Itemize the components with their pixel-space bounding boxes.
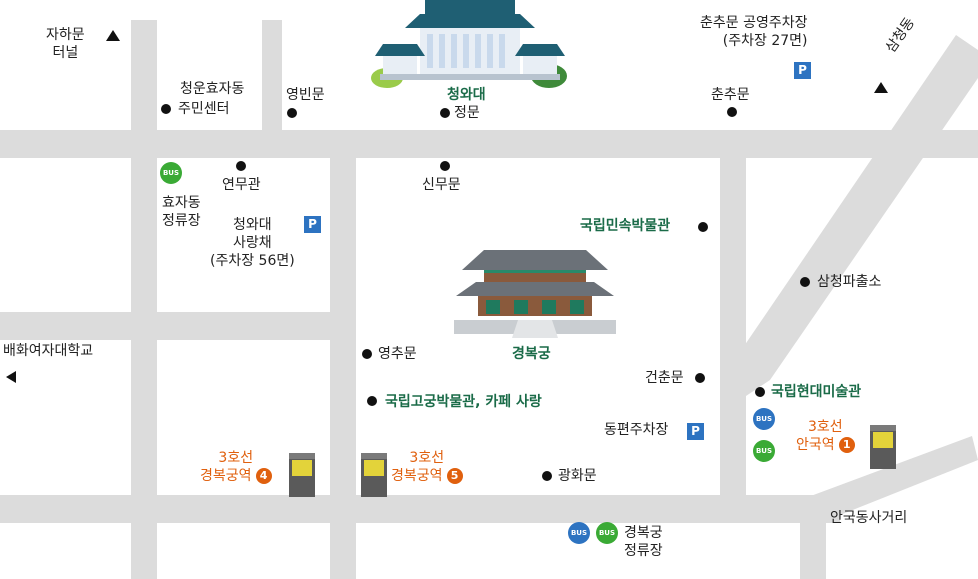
label-jeongmun: 정문 [454, 105, 480, 121]
label-yeonmugwan: 연무관 [222, 177, 261, 193]
road-vertical-yeongbin [262, 20, 282, 130]
road-horizontal-top [0, 130, 978, 158]
road-diagonal-anguk [800, 436, 978, 523]
exit-number-badge: 4 [255, 468, 272, 484]
parking-icon: P [304, 216, 321, 233]
triangle-up-icon [874, 82, 888, 93]
label-geonchunmun: 건춘문 [645, 370, 684, 386]
label-palace-museum: 국립고궁박물관, 카페 사랑 [385, 394, 542, 410]
road-diagonal-samcheong [740, 35, 978, 400]
location-dot [367, 396, 377, 406]
bus-stop-icon: BUS [160, 162, 182, 184]
label-samcheong-police: 삼청파출소 [817, 274, 882, 290]
triangle-up-icon [106, 30, 120, 41]
label-baehwa: 배화여자대학교 [3, 343, 94, 359]
label-chunchumun-parking: 춘추문 공영주차장(주차장 27면) [700, 15, 808, 49]
location-dot [755, 387, 765, 397]
label-dongpyeon-parking: 동편주차장 [604, 422, 669, 438]
label-gyeongbokgung: 경복궁 [512, 346, 551, 362]
label-cheongwadae: 청와대 [447, 87, 486, 103]
road-vertical-left [131, 20, 157, 579]
location-dot [287, 108, 297, 118]
label-folk-museum: 국립민속박물관 [580, 218, 671, 234]
subway-entrance-icon [870, 425, 896, 469]
gyeongbokgung-palace-icon [454, 250, 616, 338]
label-yeongchumun: 영추문 [378, 346, 417, 362]
bus-stop-icon: BUS [596, 522, 618, 544]
subway-entrance-icon [289, 453, 315, 497]
parking-icon: P [687, 423, 704, 440]
triangle-left-icon [6, 371, 16, 383]
location-dot [695, 373, 705, 383]
cheongwadae-building-icon [371, 0, 567, 88]
location-dot [727, 107, 737, 117]
location-dot [236, 161, 246, 171]
label-yeongbinmun: 영빈문 [286, 87, 325, 103]
location-dot [440, 161, 450, 171]
label-chunchumun: 춘추문 [711, 87, 750, 103]
location-dot [698, 222, 708, 232]
location-dot [800, 277, 810, 287]
bus-stop-icon: BUS [753, 408, 775, 430]
parking-icon: P [794, 62, 811, 79]
label-mmca: 국립현대미술관 [771, 384, 862, 400]
subway-entrance-icon [361, 453, 387, 497]
road-horizontal-bottom [0, 495, 840, 523]
label-anguk-intersection: 안국동사거리 [830, 510, 908, 526]
road-horizontal-mid [0, 312, 355, 340]
label-gwanghwamun: 광화문 [558, 468, 597, 484]
location-dot [362, 349, 372, 359]
bus-stop-icon: BUS [568, 522, 590, 544]
location-dot [542, 471, 552, 481]
exit-number-badge: 1 [838, 437, 855, 453]
label-cheongun-center-line2: 주민센터 [178, 101, 230, 117]
label-cheongun-center-line1: 청운효자동 [180, 81, 245, 97]
road-vertical-east [720, 130, 746, 495]
bus-stop-icon: BUS [753, 440, 775, 462]
road-vertical-sarangchae [330, 158, 356, 579]
location-dot [440, 108, 450, 118]
location-dot [161, 104, 171, 114]
label-sinmumun: 신무문 [422, 177, 461, 193]
exit-number-badge: 5 [446, 468, 463, 484]
